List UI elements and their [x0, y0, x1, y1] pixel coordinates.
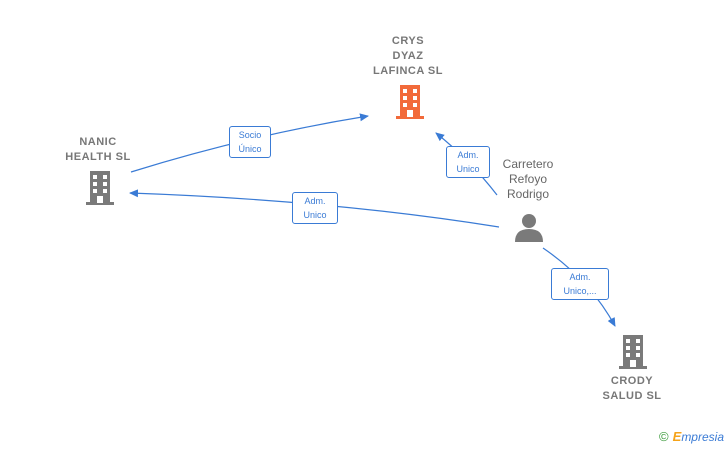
company-label-crys[interactable]: CRYS DYAZ LAFINCA SL — [373, 35, 443, 77]
edge-label-adm-unico-crys: Adm. Unico — [446, 146, 490, 178]
company-label-nanic[interactable]: NANIC HEALTH SL — [65, 136, 131, 163]
brand-name: mpresia — [681, 430, 724, 444]
edge-label-adm-unico-crody: Adm. Unico,... — [551, 268, 609, 300]
building-icon[interactable] — [84, 170, 116, 206]
edge-label-socio-unico: Socio Único — [229, 126, 271, 158]
building-icon[interactable] — [617, 334, 649, 370]
empresia-logo: ©Empresia — [659, 429, 724, 444]
building-icon[interactable] — [394, 84, 426, 120]
brand-initial: E — [672, 429, 682, 444]
company-label-crody[interactable]: CRODY SALUD SL — [602, 375, 662, 402]
person-icon[interactable] — [513, 211, 545, 243]
copyright-icon: © — [659, 429, 669, 444]
edge-label-adm-unico-nanic: Adm. Unico — [292, 192, 338, 224]
person-label[interactable]: Carretero Refoyo Rodrigo — [502, 157, 554, 201]
